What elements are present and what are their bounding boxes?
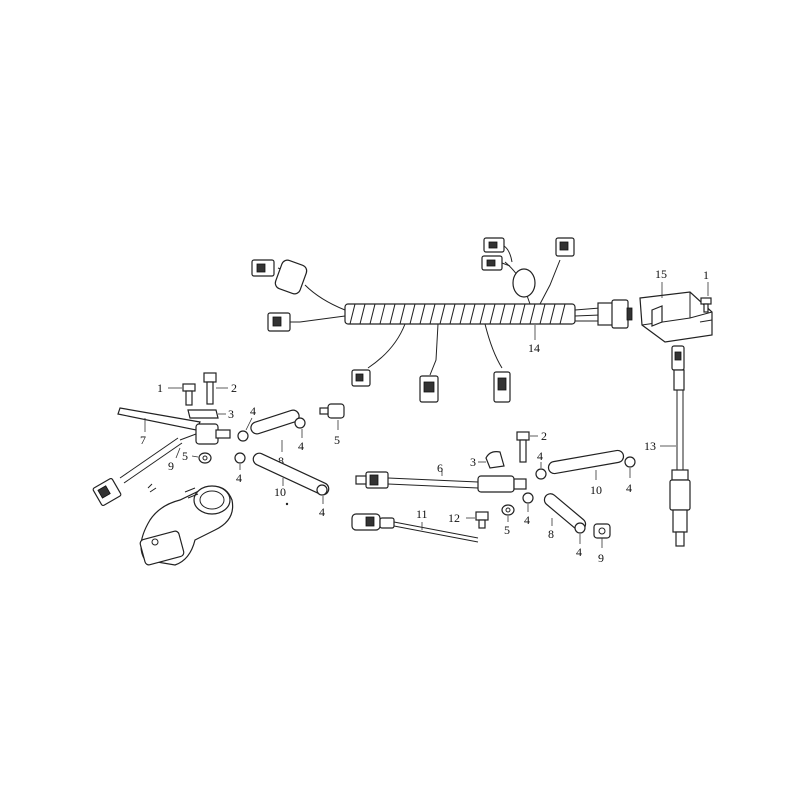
bolt-left-2 [203,372,228,405]
oxygen-sensor [660,345,691,547]
clamp-4-e [535,462,547,480]
clamp-4-g [522,492,534,512]
nut-5-left [191,452,212,464]
clamp-4-h [574,522,586,544]
nut-5-mid [501,504,515,522]
clamp-4-a [237,417,253,442]
callout-4-d-label: 4 [319,505,325,519]
callout-labels: 4 10 4 2 3 4 6 10 4 11 12 5 4 8 4 9 [236,429,632,565]
callout-14: 14 [528,341,540,355]
bracket-mid-3 [478,451,505,469]
clamp-4-f [624,456,636,478]
callout-6-left: 9 [168,459,174,473]
callout-4-h-label: 4 [576,545,582,559]
bolt-mid-2 [516,431,538,463]
clamp-4-b [294,417,306,438]
callout-3-mid-label: 3 [470,455,476,469]
callout-11-label: 11 [416,507,428,521]
bolt-upper-right [700,282,712,313]
callout-10-left-label: 10 [274,485,286,499]
callout-9-left: 5 [334,433,340,447]
bracket-left-3 [187,409,226,419]
callout-5-mid-label: 5 [504,523,510,537]
control-unit [639,282,713,343]
callout-5: 5 [182,449,188,463]
callout-8-left: 8 [278,454,284,468]
callout-4-e-label: 4 [537,449,543,463]
callout-13: 13 [644,439,656,453]
cap-9-right [593,523,611,548]
callout-2-left: 2 [231,381,237,395]
clamp-4-c [234,452,246,470]
injector-mid [355,470,527,493]
callout-10-right-label: 10 [590,483,602,497]
callout-4-f-label: 4 [626,481,632,495]
injector-left [92,423,231,507]
main-wiring-harness [251,237,633,403]
cap-9-left [319,403,345,430]
callout-12-label: 12 [448,511,460,525]
callout-2-mid-label: 2 [541,429,547,443]
callout-6-mid-label: 6 [437,461,443,475]
callout-1-right: 1 [703,268,709,282]
intake-boot [139,483,234,566]
hose-8-left [250,409,300,452]
clamp-4-d [316,484,328,504]
bolt-left-1 [168,383,196,406]
callout-4-g-label: 4 [524,513,530,527]
callout-1-left: 1 [157,381,163,395]
callout-15: 15 [655,267,667,281]
hose-10-left [252,452,330,506]
bolt-12 [466,511,489,529]
callout-4-b: 4 [298,439,304,453]
callout-3-left: 3 [228,407,234,421]
bracket-plate-7 [117,407,201,432]
wire-11 [351,513,479,543]
callout-8-right-label: 8 [548,527,554,541]
callout-9-right-label: 9 [598,551,604,565]
callout-4-c-label: 4 [236,471,242,485]
hose-10-right [547,449,625,480]
callout-4-a: 4 [250,404,256,418]
callout-7: 7 [140,433,146,447]
